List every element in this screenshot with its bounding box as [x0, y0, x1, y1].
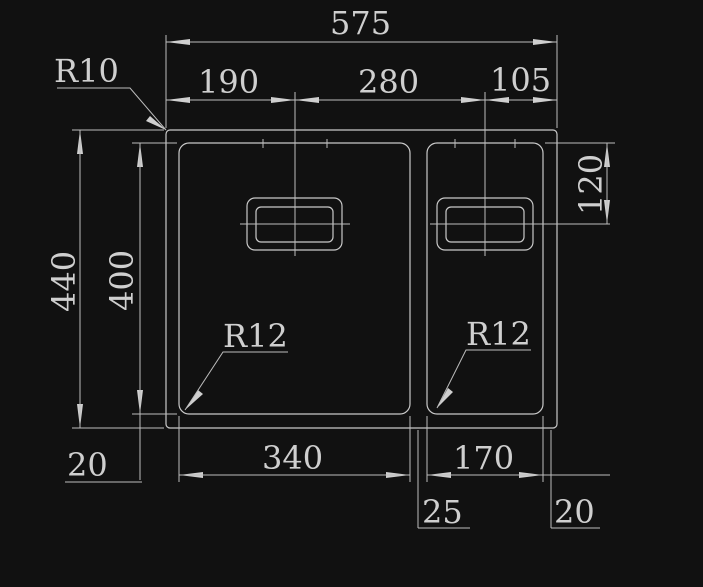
dim-120: 120 [572, 154, 610, 215]
dim-105: 105 [490, 61, 551, 99]
sink-outline [165, 129, 558, 429]
bowl-ticks [262, 139, 516, 148]
arrowheads [77, 39, 610, 478]
label-r12-right: R12 [466, 315, 531, 353]
dim-440: 440 [45, 251, 83, 312]
dim-280: 280 [358, 63, 419, 101]
dim-340: 340 [262, 439, 323, 477]
dim-20-right: 20 [554, 493, 595, 531]
dim-20-bottom: 20 [67, 446, 108, 484]
dim-190: 190 [198, 63, 259, 101]
dim-575: 575 [330, 4, 391, 42]
label-r10: R10 [54, 52, 119, 90]
dim-170: 170 [453, 439, 514, 477]
label-r12-left: R12 [223, 317, 288, 355]
dim-400: 400 [103, 250, 141, 311]
dim-25: 25 [422, 493, 463, 531]
